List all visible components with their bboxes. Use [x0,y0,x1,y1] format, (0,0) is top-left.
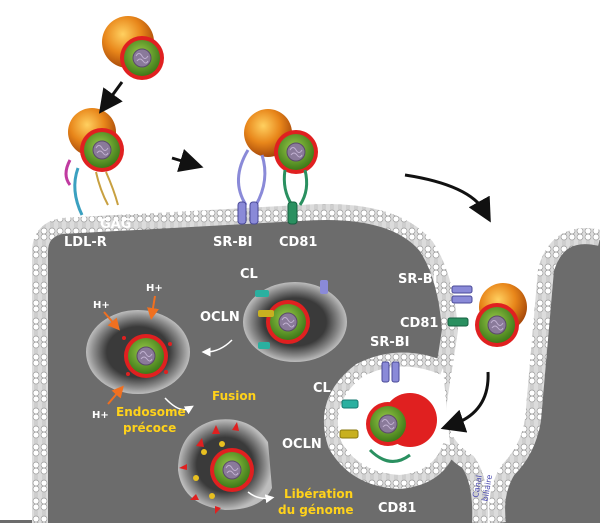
arrow-to-fusion [164,397,194,415]
label-endosome-2: précoce [123,421,176,435]
lipoviroparticle-right [447,283,527,348]
label-endosome-1: Endosome [116,405,186,419]
lipoviroparticle-ldlr [64,108,125,216]
neighbour-membrane [489,228,600,523]
arrow-release [247,491,275,504]
proton-arrow-1 [103,311,120,331]
arrow-attach [98,81,124,114]
label-ldlr: LDL-R [64,235,107,250]
label-proton-1: H+ [93,300,110,311]
virion-in-pit [339,361,437,463]
early-endosome [86,310,190,394]
lipoviroparticle-srbi-cd81 [237,109,319,206]
cd81-receptor-top [287,201,298,225]
arrow-to-pit [440,371,490,433]
label-cl-vesicle: CL [240,267,258,282]
label-release-1: Libération [284,487,353,501]
label-canal-1: Canal [471,474,484,498]
label-srbi-top: SR-BI [213,235,253,250]
arrow-to-junction [404,173,491,223]
endocytic-vesicle [243,280,347,362]
lipoviroparticle-free [102,16,165,81]
srbi-receptor-top [237,201,247,225]
label-release-2: du génome [278,503,353,517]
arrow-transfer [171,149,204,173]
label-srbi-pit: SR-BI [370,335,410,350]
arrow-vesicle-to-endosome [201,339,233,357]
label-cl-pit: CL [313,381,331,396]
plasma-membrane [32,203,489,523]
label-cd81-top: CD81 [279,235,317,250]
label-cd81-right: CD81 [400,316,438,331]
label-proton-3: H+ [92,410,109,421]
fusion-compartment [178,419,272,514]
proton-arrow-2 [147,295,159,320]
label-proton-2: H+ [146,283,163,294]
proton-arrow-3 [107,385,124,405]
label-cd81-bottom: CD81 [378,501,416,516]
label-srbi-right: SR-BI [398,272,438,287]
label-gag: GAG [100,217,131,232]
label-ocln-vesicle: OCLN [200,310,240,325]
label-fusion: Fusion [212,389,256,403]
label-ocln-pit: OCLN [282,437,322,452]
